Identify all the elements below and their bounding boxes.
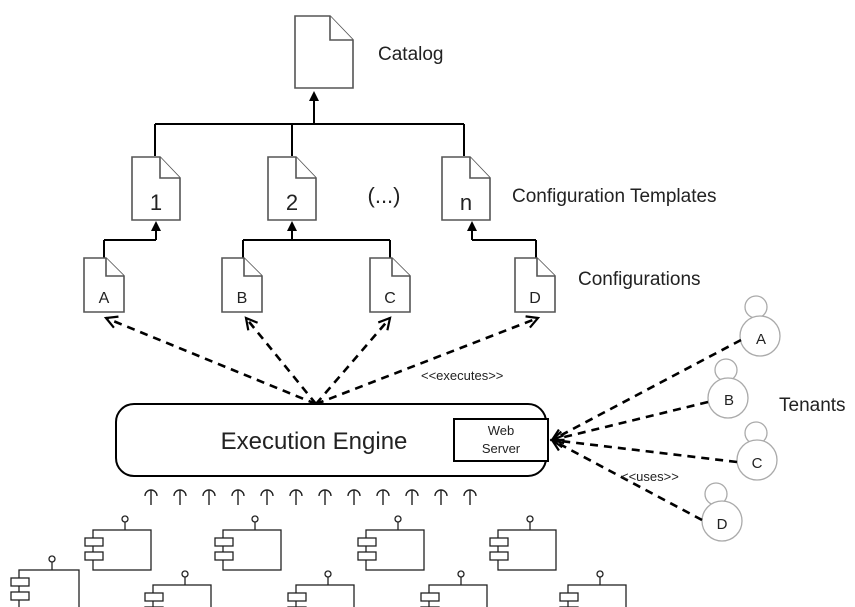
uml-component xyxy=(287,570,355,607)
executes-label: <<executes>> xyxy=(421,368,503,383)
tenant-label-d: D xyxy=(717,516,728,533)
interface-socket xyxy=(347,489,361,505)
uml-component xyxy=(489,515,557,571)
configuration-doc-b: B xyxy=(221,257,263,313)
configuration-label-b: B xyxy=(237,290,248,307)
template-doc-1: 1 xyxy=(131,156,181,221)
interface-socket xyxy=(260,489,274,505)
component-layer xyxy=(10,515,627,607)
tenant-label-b: B xyxy=(724,392,734,409)
tenant-b: B xyxy=(707,358,749,419)
template-label-1: 1 xyxy=(150,190,162,215)
engine-interface-sockets xyxy=(144,489,477,505)
web-server-label-line2: Server xyxy=(482,441,521,456)
tenant-label-a: A xyxy=(756,331,766,348)
interface-socket xyxy=(231,489,245,505)
tenant-label-c: C xyxy=(752,455,763,472)
configuration-doc-d: D xyxy=(514,257,556,313)
template-ellipsis: (...) xyxy=(368,183,401,208)
template-label-2: 2 xyxy=(286,190,298,215)
templates-group-label: Configuration Templates xyxy=(512,186,717,207)
config-to-template-connectors xyxy=(103,221,537,258)
interface-socket xyxy=(173,489,187,505)
configuration-label-c: C xyxy=(384,290,396,307)
interface-socket xyxy=(144,489,158,505)
uml-component xyxy=(84,515,152,571)
tenant-d: D xyxy=(701,482,743,542)
configuration-doc-a: A xyxy=(83,257,125,313)
interface-socket xyxy=(289,489,303,505)
template-doc-n: n xyxy=(441,156,491,221)
uml-component xyxy=(420,570,488,607)
interface-socket xyxy=(202,489,216,505)
execution-engine: Execution Engine xyxy=(115,403,547,477)
interface-socket xyxy=(405,489,419,505)
uses-arrows xyxy=(549,338,742,522)
interface-socket xyxy=(376,489,390,505)
configuration-label-a: A xyxy=(99,290,110,307)
catalog-document xyxy=(294,15,354,89)
catalog-label: Catalog xyxy=(378,44,444,65)
uses-label: <<uses>> xyxy=(621,469,679,484)
uml-component xyxy=(357,515,425,571)
tenant-c: C xyxy=(736,421,778,481)
configuration-label-d: D xyxy=(529,290,541,307)
configuration-doc-c: C xyxy=(369,257,411,313)
executes-arrows xyxy=(103,315,541,406)
uml-component xyxy=(144,570,212,607)
configurations-group-label: Configurations xyxy=(578,269,701,290)
execution-engine-label: Execution Engine xyxy=(221,428,408,455)
interface-socket xyxy=(463,489,477,505)
template-to-catalog-connector xyxy=(154,91,465,156)
template-label-n: n xyxy=(460,190,472,215)
web-server-label-line1: Web xyxy=(488,423,515,438)
uml-component xyxy=(10,555,80,607)
uml-component xyxy=(214,515,282,571)
tenants-group-label: Tenants xyxy=(779,395,846,416)
interface-socket xyxy=(434,489,448,505)
web-server: Web Server xyxy=(453,418,549,462)
interface-socket xyxy=(318,489,332,505)
template-doc-2: 2 xyxy=(267,156,317,221)
uml-component xyxy=(559,570,627,607)
tenant-a: A xyxy=(739,295,781,357)
